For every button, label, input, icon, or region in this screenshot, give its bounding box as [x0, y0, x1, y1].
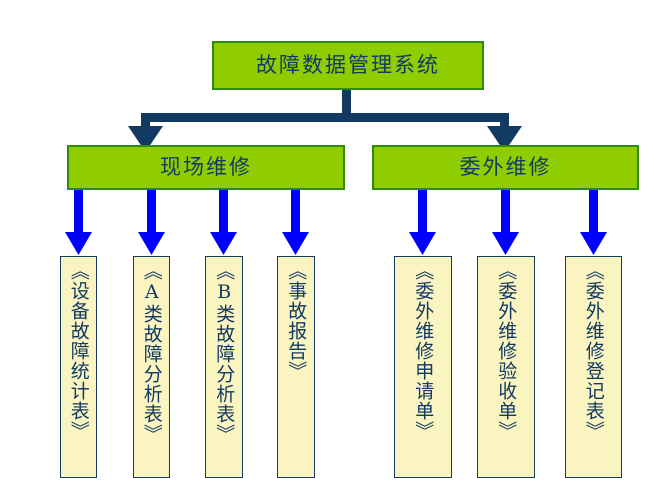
branch-bus-horizontal — [141, 113, 509, 122]
outsourced-to-leaves-connectors — [409, 190, 607, 255]
node-leaf-2-label: 《A类故障分析表》 — [140, 261, 163, 444]
node-branch-outsourced[interactable]: 委外维修 — [372, 145, 639, 190]
node-leaf-outsourced-repair-application[interactable]: 《委外维修申请单》 — [394, 256, 452, 478]
node-branch-onsite[interactable]: 现场维修 — [67, 145, 345, 190]
node-branch-outsourced-label: 委外维修 — [459, 155, 552, 179]
leaf-stem-5 — [418, 190, 427, 235]
node-leaf-accident-report[interactable]: 《事故报告》 — [277, 256, 315, 478]
branch-stem-left — [141, 113, 150, 131]
leaf-arrowhead-1 — [65, 232, 92, 255]
leaf-stem-6 — [501, 190, 510, 235]
node-leaf-3-label: 《B类故障分析表》 — [213, 261, 236, 444]
leaf-stem-4 — [291, 190, 300, 235]
leaf-arrowhead-5 — [409, 232, 436, 255]
node-leaf-a-class-fault-analysis[interactable]: 《A类故障分析表》 — [133, 256, 170, 478]
branch-stem-right — [500, 113, 509, 131]
node-leaf-5-label: 《委外维修申请单》 — [412, 261, 435, 441]
leaf-arrowhead-2 — [138, 232, 165, 255]
leaf-arrowhead-6 — [492, 232, 519, 255]
leaf-arrowhead-3 — [210, 232, 237, 255]
leaf-stem-7 — [589, 190, 598, 235]
leaf-arrowhead-4 — [282, 232, 309, 255]
root-to-branches-connector — [128, 90, 522, 152]
onsite-to-leaves-connectors — [65, 190, 309, 255]
node-leaf-7-label: 《委外维修登记表》 — [582, 261, 605, 441]
node-leaf-6-label: 《委外维修验收单》 — [495, 261, 518, 441]
node-leaf-outsourced-repair-acceptance[interactable]: 《委外维修验收单》 — [477, 256, 535, 478]
node-leaf-b-class-fault-analysis[interactable]: 《B类故障分析表》 — [205, 256, 243, 478]
root-stem — [342, 90, 351, 113]
node-leaf-equipment-fault-stats[interactable]: 《设备故障统计表》 — [60, 256, 97, 478]
leaf-stem-2 — [147, 190, 156, 235]
node-leaf-4-label: 《事故报告》 — [285, 261, 308, 381]
node-leaf-1-label: 《设备故障统计表》 — [67, 261, 90, 441]
leaf-stem-3 — [219, 190, 228, 235]
leaf-stem-1 — [74, 190, 83, 235]
node-leaf-outsourced-repair-register[interactable]: 《委外维修登记表》 — [565, 256, 622, 478]
leaf-arrowhead-7 — [580, 232, 607, 255]
node-root-label: 故障数据管理系统 — [256, 53, 440, 77]
node-branch-onsite-label: 现场维修 — [160, 155, 252, 179]
node-root-system[interactable]: 故障数据管理系统 — [212, 41, 484, 90]
